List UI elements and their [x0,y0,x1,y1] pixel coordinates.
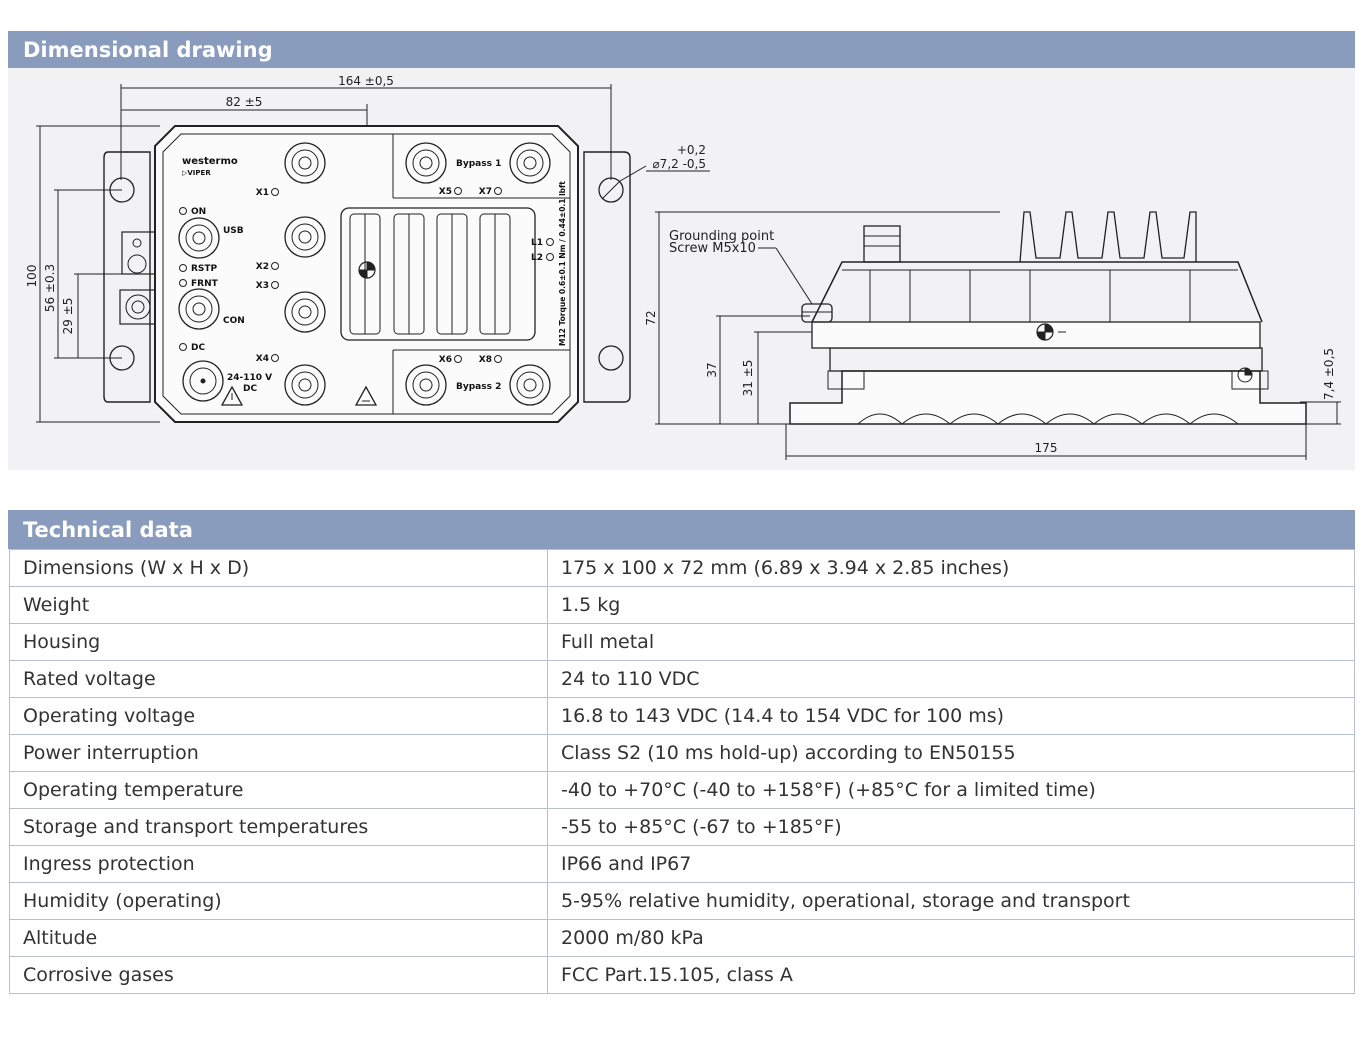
dimensional-drawing-heading: Dimensional drawing [8,31,1355,68]
dim-length-label: 175 [1035,441,1058,455]
brand-logo: westermo [182,156,238,167]
port-label-x5: X5 [439,187,452,197]
table-row: Humidity (operating)5-95% relative humid… [9,882,1355,920]
led-label-frnt: FRNT [191,279,219,289]
product-logo: ▷VIPER [182,169,211,177]
led-label-l1: L1 [531,238,543,248]
port-label-x2: X2 [256,262,269,272]
spec-label: Housing [9,623,548,661]
dim-31-label: 31 ±5 [741,360,755,397]
led-label-dc: DC [191,343,205,353]
front-view: 164 ±0,5 82 ±5 100 56 ±0.3 29 ±5 +0,2 ⌀7… [25,74,710,423]
port-label-x6: X6 [439,355,452,365]
spec-value: 16.8 to 143 VDC (14.4 to 154 VDC for 100… [547,697,1355,735]
dim-total-height-label: 72 [644,310,658,325]
spec-value: 175 x 100 x 72 mm (6.89 x 3.94 x 2.85 in… [547,549,1355,587]
spec-value: 1.5 kg [547,586,1355,624]
spec-value: Class S2 (10 ms hold-up) according to EN… [547,734,1355,772]
dim-37-label: 37 [705,362,719,377]
spec-label: Operating temperature [9,771,548,809]
port-label-x1: X1 [256,188,269,198]
spec-value: Full metal [547,623,1355,661]
spec-label: Operating voltage [9,697,548,735]
dim-hole-tolerance-label: +0,2 [677,143,706,157]
spec-value: 5-95% relative humidity, operational, st… [547,882,1355,920]
torque-label: M12 Torque 0.6±0.1 Nm / 0.44±0.1 lbft [558,181,567,346]
led-label-l2: L2 [531,253,543,263]
side-view: 72 37 31 ±5 7,4 ±0,5 175 Grounding point… [644,211,1341,460]
led-label-rstp: RSTP [191,264,218,274]
bypass-2-label: Bypass 2 [456,382,501,392]
port-label-con: CON [223,316,245,326]
spec-label: Rated voltage [9,660,548,698]
dim-half-width-label: 82 ±5 [226,95,263,109]
bypass-1-label: Bypass 1 [456,159,501,169]
spec-label: Dimensions (W x H x D) [9,549,548,587]
port-label-x7: X7 [479,187,492,197]
connector-con [178,288,220,330]
technical-data-table: Dimensions (W x H x D)175 x 100 x 72 mm … [9,549,1355,994]
spec-label: Storage and transport temperatures [9,808,548,846]
port-label-x3: X3 [256,281,269,291]
mounting-hole-bottom-left [109,345,135,371]
dim-hole-spacing-label: 56 ±0.3 [43,264,57,312]
mounting-hole-top-left [109,177,135,203]
spec-value: -55 to +85°C (-67 to +185°F) [547,808,1355,846]
spec-label: Altitude [9,919,548,957]
connector-x5 [405,142,447,184]
warning-icon [220,385,244,406]
dim-height-label: 100 [25,265,39,288]
connector-x3 [284,291,326,333]
connector-x2 [284,216,326,258]
mounting-hole-bottom-right [598,345,624,371]
spec-label: Humidity (operating) [9,882,548,920]
spec-value: FCC Part.15.105, class A [547,956,1355,994]
power-label-voltage: 24-110 V [227,373,272,383]
spec-label: Weight [9,586,548,624]
led-label-on: ON [191,207,206,217]
table-row: Dimensions (W x H x D)175 x 100 x 72 mm … [9,549,1355,587]
connector-x1 [284,142,326,184]
grounding-point-label: Grounding point [669,229,774,244]
connector-power [182,360,224,402]
dim-width-label: 164 ±0,5 [338,74,394,88]
grounding-screw-label: Screw M5x10 [669,241,756,256]
port-label-x8: X8 [479,355,492,365]
dim-hole-diameter-label: ⌀7,2 -0,5 [652,157,706,171]
connector-x8 [509,364,551,406]
connector-x6 [405,364,447,406]
spec-value: 2000 m/80 kPa [547,919,1355,957]
connector-x4 [284,364,326,406]
spec-label: Power interruption [9,734,548,772]
spec-label: Ingress protection [9,845,548,883]
spec-value: 24 to 110 VDC [547,660,1355,698]
technical-data-heading: Technical data [8,510,1355,549]
connector-x7 [509,142,551,184]
dim-offset-label: 29 ±5 [61,298,75,335]
port-label-usb: USB [223,226,244,236]
spec-value: IP66 and IP67 [547,845,1355,883]
hot-surface-warning-icon [354,385,378,406]
table-row: Storage and transport temperatures-55 to… [9,808,1355,846]
spec-label: Corrosive gases [9,956,548,994]
connector-usb [178,217,220,259]
table-row: Operating temperature-40 to +70°C (-40 t… [9,771,1355,809]
power-label-dc: DC [243,384,257,394]
dim-foot-label: 7,4 ±0,5 [1322,348,1336,400]
mounting-hole-top-right [598,177,624,203]
dimensional-drawing: 164 ±0,5 82 ±5 100 56 ±0.3 29 ±5 +0,2 ⌀7… [8,68,1355,470]
port-label-x4: X4 [256,354,269,364]
spec-value: -40 to +70°C (-40 to +158°F) (+85°C for … [547,771,1355,809]
